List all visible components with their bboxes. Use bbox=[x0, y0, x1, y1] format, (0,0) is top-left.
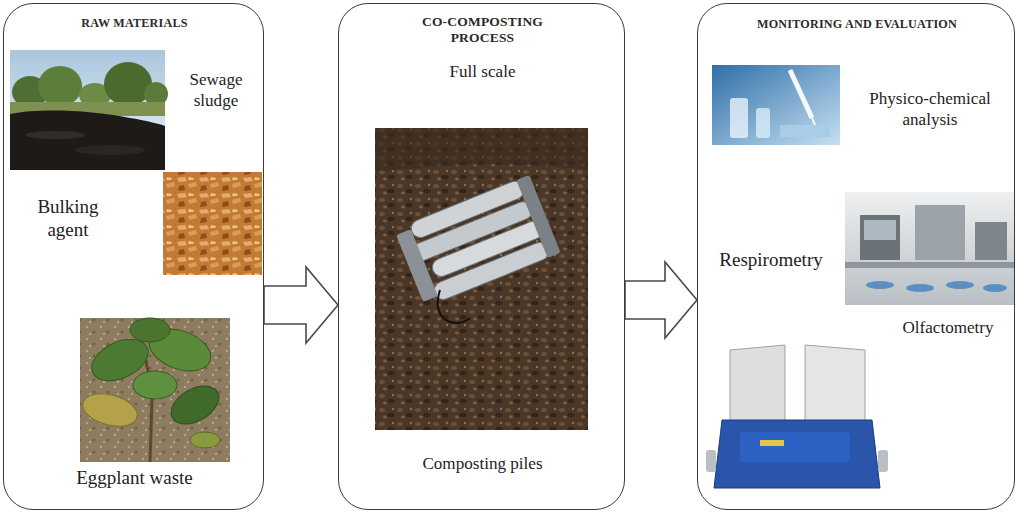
panel-heading: MONITORING AND EVALUATION bbox=[698, 17, 1016, 32]
bulking-agent-photo bbox=[163, 172, 262, 275]
photo-label: Full scale bbox=[339, 62, 626, 83]
lab-photo-part bbox=[730, 98, 748, 138]
sewage-sludge-photo-part bbox=[104, 62, 152, 106]
sewage-sludge-photo-part bbox=[75, 145, 145, 155]
eggplant-waste-photo-part bbox=[130, 318, 170, 342]
respirometry-photo-part bbox=[946, 281, 974, 289]
olfactometer-photo bbox=[706, 345, 888, 488]
respirometry-photo-part bbox=[975, 222, 1007, 260]
olfactometer-photo-part bbox=[706, 450, 716, 472]
respirometry-photo-part bbox=[906, 284, 934, 292]
compost-pile-photo bbox=[375, 128, 588, 430]
sewage-sludge-photo-part bbox=[10, 111, 165, 170]
photo-label: Eggplant waste bbox=[24, 467, 245, 490]
compost-pile-photo-part bbox=[394, 175, 561, 308]
photo-label: Bulking agent bbox=[18, 196, 118, 242]
respirometry-photo-part bbox=[845, 262, 1015, 268]
olfactometer-photo-part bbox=[760, 440, 784, 446]
block-arrow bbox=[264, 267, 338, 343]
eggplant-waste-photo bbox=[79, 318, 230, 462]
panel-box: RAW MATERIALS Sewage sludgeBulking agentE… bbox=[3, 3, 264, 510]
photo-label: Sewage sludge bbox=[170, 70, 262, 111]
photo-label: Olfactometry bbox=[884, 318, 1012, 339]
sewage-sludge-photo-part bbox=[25, 131, 85, 139]
compost-pile-photo-part-part bbox=[432, 240, 552, 302]
eggplant-waste-photo-part bbox=[133, 371, 177, 399]
lab-photo-part bbox=[790, 70, 812, 118]
block-arrow bbox=[625, 262, 697, 338]
eggplant-waste-photo-part bbox=[190, 432, 220, 448]
eggplant-waste-photo-part bbox=[79, 388, 141, 431]
respirometry-photo-part bbox=[915, 205, 965, 260]
olfactometer-photo-part bbox=[740, 432, 850, 462]
respirometry-photo-part bbox=[845, 192, 1015, 305]
panel-box: CO-COMPOSTING PROCESS Full scaleCompostin… bbox=[338, 3, 625, 510]
compost-pile-photo-part bbox=[438, 290, 470, 323]
lab-photo-part bbox=[712, 65, 840, 145]
respirometry-photo-part bbox=[864, 220, 896, 240]
lab-photo-part bbox=[756, 108, 770, 138]
photo-label: Respirometry bbox=[700, 249, 842, 272]
compost-pile-photo-part-part bbox=[516, 175, 560, 258]
respirometry-photo-part bbox=[860, 215, 900, 260]
panel-heading: RAW MATERIALS bbox=[4, 16, 265, 31]
bulking-agent-photo-part bbox=[163, 172, 262, 275]
sewage-sludge-photo-part bbox=[10, 50, 165, 170]
photo-label: Physico-chemical analysis bbox=[848, 89, 1012, 130]
panel-box: MONITORING AND EVALUATION Physico-chemica… bbox=[697, 3, 1015, 510]
photo-label: Composting piles bbox=[339, 454, 626, 475]
panel-heading: CO-COMPOSTING PROCESS bbox=[402, 14, 563, 46]
sewage-sludge-photo bbox=[10, 50, 168, 170]
olfactometer-photo-part bbox=[878, 450, 888, 472]
compost-pile-photo-part-part bbox=[396, 229, 438, 302]
respirometry-photo bbox=[845, 192, 1015, 305]
respirometry-photo-part bbox=[983, 284, 1007, 292]
lab-photo bbox=[712, 65, 840, 145]
eggplant-waste-photo-part bbox=[80, 318, 230, 462]
compost-pile-photo-part bbox=[375, 128, 588, 430]
olfactometer-photo-part bbox=[714, 420, 880, 488]
lab-photo-part bbox=[780, 125, 830, 137]
compost-pile-photo-part bbox=[375, 128, 588, 172]
respirometry-photo-part bbox=[866, 281, 894, 289]
sewage-sludge-photo-part bbox=[38, 66, 82, 106]
